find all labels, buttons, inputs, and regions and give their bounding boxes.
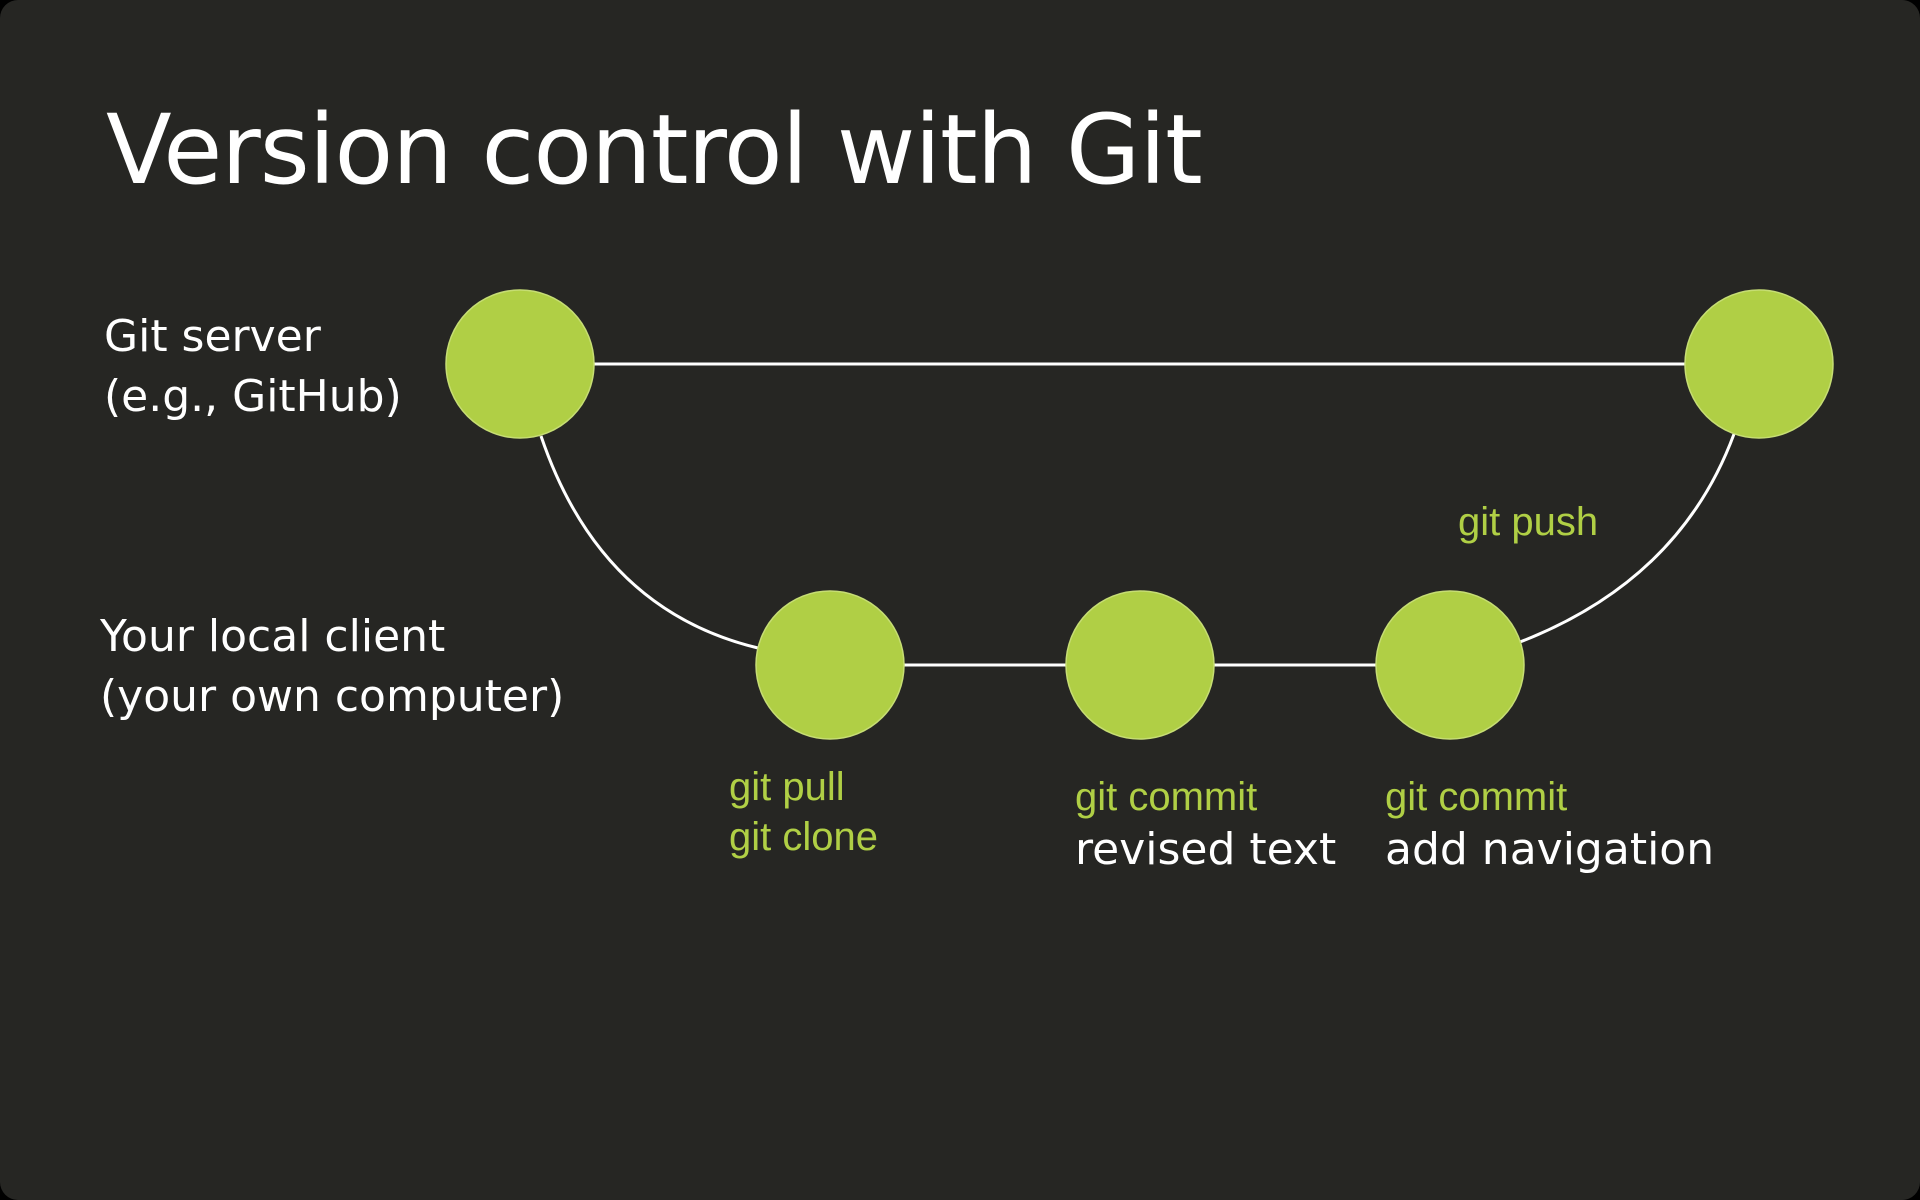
local-node-commit-2	[1375, 590, 1525, 740]
server-node-initial	[445, 289, 595, 439]
commit-1-message: revised text	[1075, 824, 1337, 875]
pull-clone-command-label: git pull git clone	[729, 762, 878, 862]
commit-1-command-label: git commit	[1075, 775, 1258, 819]
server-row-label: Git server (e.g., GitHub)	[104, 307, 402, 427]
server-node-updated	[1684, 289, 1834, 439]
server-label-line1: Git server	[104, 311, 321, 362]
commit-2-message: add navigation	[1385, 824, 1715, 875]
server-label-line2: (e.g., GitHub)	[104, 371, 402, 422]
push-command-label: git push	[1458, 500, 1599, 544]
pull-clone-arc	[539, 435, 759, 650]
push-arc	[1519, 433, 1736, 644]
client-row-label: Your local client (your own computer)	[100, 607, 564, 727]
slide-title: Version control with Git	[106, 94, 1203, 206]
local-node-clone	[755, 590, 905, 740]
local-node-commit-1	[1065, 590, 1215, 740]
clone-command: git clone	[729, 815, 878, 859]
client-label-line2: (your own computer)	[100, 671, 565, 722]
commit-2-command-label: git commit	[1385, 775, 1568, 819]
client-label-line1: Your local client	[100, 611, 446, 662]
pull-command: git pull	[729, 765, 845, 809]
